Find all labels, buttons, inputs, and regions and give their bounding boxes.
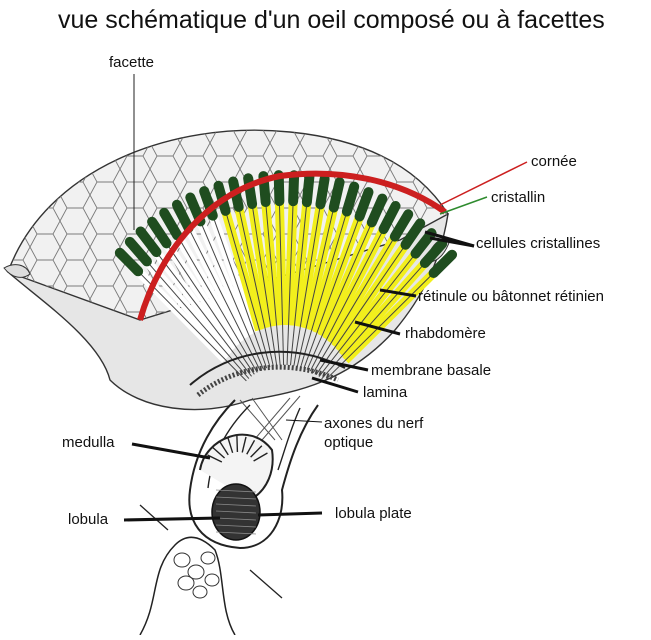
crystalline-cone <box>347 187 354 212</box>
diagram-title: vue schématique d'un oeil composé ou à f… <box>58 6 605 35</box>
label-rhabdomere: rhabdomère <box>405 325 486 342</box>
label-medulla: medulla <box>62 434 115 451</box>
label-cristallin: cristallin <box>491 189 545 206</box>
label-lamina: lamina <box>363 384 407 401</box>
crystalline-cone <box>307 176 310 202</box>
medulla-striation <box>237 436 238 452</box>
label-axones-line1: axones du nerf <box>324 415 423 432</box>
label-lobula-plate: lobula plate <box>335 505 412 522</box>
crystalline-cone <box>320 179 324 205</box>
label-retinule: rétinule ou bâtonnet rétinien <box>418 288 604 305</box>
label-lobula: lobula <box>68 511 108 528</box>
label-cornee: cornée <box>531 153 577 170</box>
label-axones-line2: optique <box>324 434 373 451</box>
label-membrane-basale: membrane basale <box>371 362 491 379</box>
optic-chiasm <box>240 396 300 440</box>
brain-cells <box>174 552 219 598</box>
crystalline-cone <box>334 182 340 207</box>
crystalline-cone <box>293 175 294 201</box>
brain-fragment <box>140 537 235 635</box>
label-facette: facette <box>109 54 154 71</box>
label-cellules-cristallines: cellules cristallines <box>476 235 600 252</box>
